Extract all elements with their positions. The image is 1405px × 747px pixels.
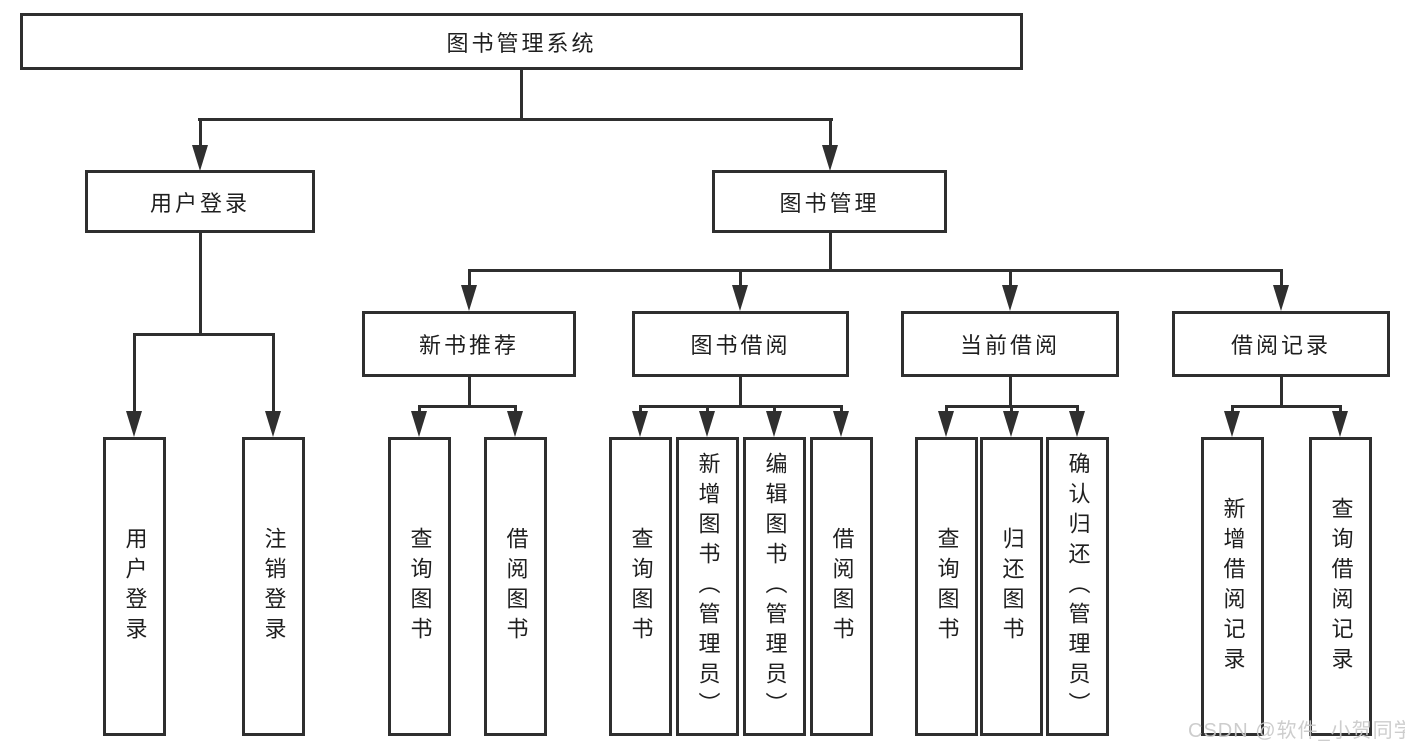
node-label: 借阅图书 — [503, 526, 529, 647]
connector-line — [199, 231, 202, 335]
arrow-down-icon — [1224, 411, 1240, 437]
arrow-down-icon — [632, 411, 648, 437]
leaf-confirm-return-admin: 确认归还（管理员） — [1046, 437, 1109, 736]
connector-line — [1339, 405, 1342, 413]
connector-line — [829, 231, 832, 271]
node-label: 图书借阅 — [690, 333, 791, 358]
node-label: 图书管理 — [779, 190, 880, 216]
arrow-down-icon — [192, 145, 208, 171]
connector-line — [739, 375, 742, 408]
connector-line — [829, 118, 832, 147]
connector-line — [739, 269, 742, 287]
leaf-logout: 注销登录 — [242, 437, 305, 736]
node-label: 查询图书 — [407, 526, 433, 647]
leaf-query-books-borrowing: 查询图书 — [609, 437, 672, 736]
arrow-down-icon — [461, 285, 477, 311]
arrow-down-icon — [1003, 411, 1019, 437]
leaf-edit-books-admin: 编辑图书（管理员） — [743, 437, 806, 736]
node-new-book-recommend: 新书推荐 — [362, 311, 576, 377]
leaf-query-books-recommend: 查询图书 — [388, 437, 451, 736]
node-label: 归还图书 — [999, 526, 1025, 647]
arrow-down-icon — [1332, 411, 1348, 437]
connector-line — [133, 333, 136, 411]
connector-line — [199, 118, 202, 147]
connector-line — [1231, 405, 1234, 413]
arrow-down-icon — [1069, 411, 1085, 437]
connector-line — [468, 375, 471, 408]
node-label: 确认归还（管理员） — [1065, 451, 1091, 722]
leaf-borrow-books-recommend: 借阅图书 — [484, 437, 547, 736]
node-label: 当前借阅 — [959, 333, 1060, 358]
connector-line — [520, 68, 523, 121]
leaf-user-login: 用户登录 — [103, 437, 166, 736]
node-label: 查询图书 — [628, 526, 654, 647]
connector-line — [1009, 269, 1012, 287]
leaf-query-borrow-record: 查询借阅记录 — [1309, 437, 1372, 736]
connector-line — [706, 405, 709, 413]
arrow-down-icon — [1273, 285, 1289, 311]
connector-line — [1280, 375, 1283, 408]
node-label: 新书推荐 — [418, 333, 519, 358]
arrow-down-icon — [833, 411, 849, 437]
connector-line — [468, 269, 1282, 272]
arrow-down-icon — [507, 411, 523, 437]
connector-line — [272, 333, 275, 411]
connector-line — [468, 269, 471, 287]
leaf-return-books: 归还图书 — [980, 437, 1043, 736]
connector-line — [514, 405, 517, 413]
arrow-down-icon — [822, 145, 838, 171]
connector-line — [418, 405, 421, 413]
connector-line — [840, 405, 843, 413]
node-label: 借阅图书 — [829, 526, 855, 647]
connector-line — [198, 118, 833, 121]
node-current-borrowing: 当前借阅 — [901, 311, 1119, 377]
connector-line — [1280, 269, 1283, 287]
node-label: 查询图书 — [934, 526, 960, 647]
node-library-management-system: 图书管理系统 — [20, 13, 1023, 70]
leaf-add-borrow-record: 新增借阅记录 — [1201, 437, 1264, 736]
arrow-down-icon — [699, 411, 715, 437]
node-label: 查询借阅记录 — [1328, 496, 1354, 677]
arrow-down-icon — [766, 411, 782, 437]
arrow-down-icon — [265, 411, 281, 437]
node-book-borrowing: 图书借阅 — [632, 311, 849, 377]
connector-line — [1010, 405, 1013, 413]
node-label: 编辑图书（管理员） — [762, 451, 788, 722]
node-label: 借阅记录 — [1230, 333, 1331, 358]
node-label: 新增图书（管理员） — [695, 451, 721, 722]
node-label: 用户登录 — [149, 190, 250, 216]
connector-line — [639, 405, 843, 408]
leaf-add-books-admin: 新增图书（管理员） — [676, 437, 739, 736]
connector-line — [945, 405, 948, 413]
arrow-down-icon — [126, 411, 142, 437]
connector-line — [133, 333, 275, 336]
connector-line — [1231, 405, 1342, 408]
arrow-down-icon — [1002, 285, 1018, 311]
node-book-management: 图书管理 — [712, 170, 947, 233]
arrow-down-icon — [938, 411, 954, 437]
node-label: 新增借阅记录 — [1220, 496, 1246, 677]
leaf-query-books-current: 查询图书 — [915, 437, 978, 736]
arrow-down-icon — [732, 285, 748, 311]
node-user-login: 用户登录 — [85, 170, 315, 233]
node-label: 用户登录 — [122, 526, 148, 647]
csdn-watermark: CSDN @软件_小贺同学 — [1188, 720, 1405, 742]
arrow-down-icon — [411, 411, 427, 437]
connector-line — [418, 405, 517, 408]
node-borrow-records: 借阅记录 — [1172, 311, 1390, 377]
leaf-borrow-books-borrowing: 借阅图书 — [810, 437, 873, 736]
connector-line — [639, 405, 642, 413]
connector-line — [1076, 405, 1079, 413]
connector-line — [773, 405, 776, 413]
connector-line — [1009, 375, 1012, 408]
node-label: 图书管理系统 — [446, 30, 597, 56]
node-label: 注销登录 — [261, 526, 287, 647]
